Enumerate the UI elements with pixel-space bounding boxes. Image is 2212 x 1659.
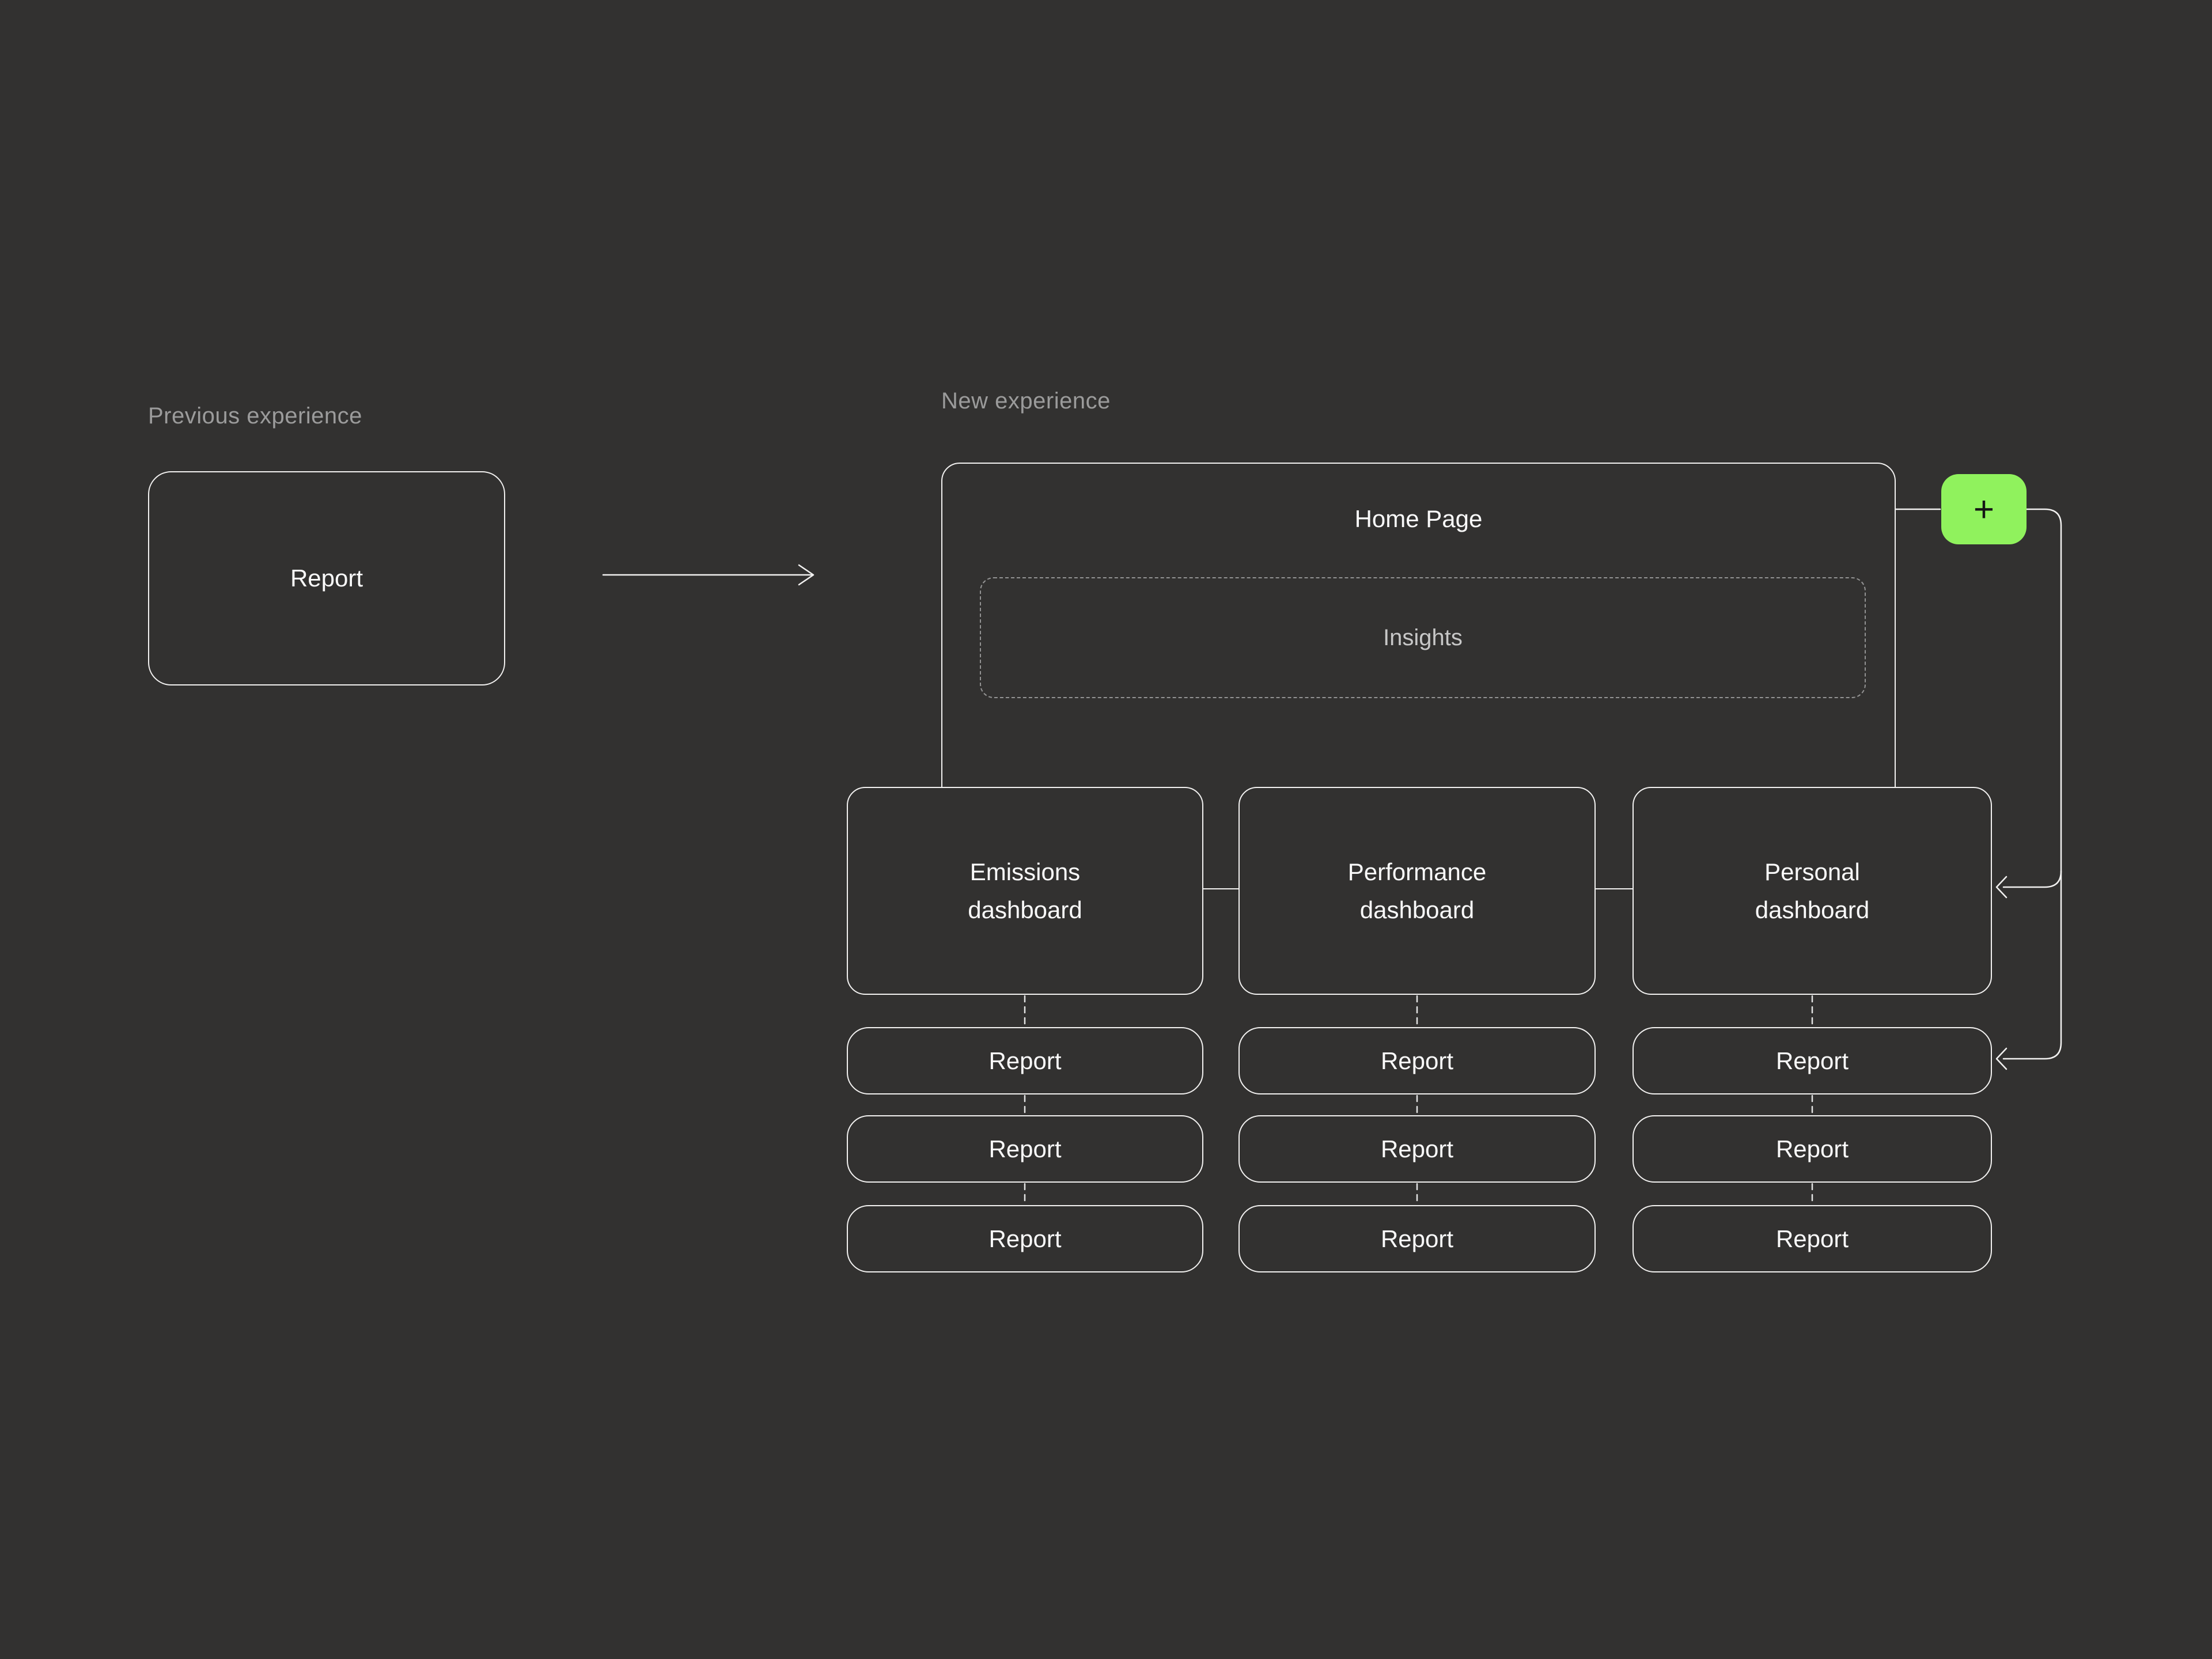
arrow-left-icon <box>1995 876 2008 899</box>
personal-report-node-1: Report <box>1633 1027 1992 1094</box>
report-label: Report <box>988 1047 1062 1074</box>
new-experience-label: New experience <box>941 388 1111 414</box>
arrow-left-icon <box>1995 1047 2008 1070</box>
emissions-report-node-1: Report <box>847 1027 1203 1094</box>
emissions-report-node-3: Report <box>847 1205 1203 1272</box>
insights-node: Insights <box>980 577 1866 698</box>
report-label: Report <box>988 1135 1062 1162</box>
performance-report-node-3: Report <box>1238 1205 1596 1272</box>
add-to-dashboard-connector <box>1995 870 2062 899</box>
performance-report-node-2: Report <box>1238 1115 1596 1183</box>
report-label: Report <box>988 1225 1062 1252</box>
performance-dashboard-label: Performance dashboard <box>1347 858 1487 923</box>
performance-report-node-1: Report <box>1238 1027 1596 1094</box>
emissions-report-node-2: Report <box>847 1115 1203 1183</box>
insights-label: Insights <box>1383 624 1463 650</box>
add-to-report-connector <box>1995 508 2062 1070</box>
add-button[interactable]: + <box>1941 474 2027 544</box>
previous-report-label: Report <box>290 565 363 592</box>
performance-dashboard-node: Performance dashboard <box>1238 787 1596 995</box>
home-page-title: Home Page <box>1354 505 1483 532</box>
personal-report-node-2: Report <box>1633 1115 1992 1183</box>
emissions-dashboard-label: Emissions dashboard <box>968 858 1082 923</box>
previous-experience-label: Previous experience <box>148 403 362 429</box>
previous-report-node: Report <box>148 471 505 685</box>
report-label: Report <box>1775 1225 1849 1252</box>
plus-icon: + <box>1973 489 1995 529</box>
personal-dashboard-label: Personal dashboard <box>1755 858 1870 923</box>
arrow-right-icon <box>602 564 815 586</box>
report-label: Report <box>1775 1047 1849 1074</box>
report-label: Report <box>1775 1135 1849 1162</box>
report-label: Report <box>1380 1135 1454 1162</box>
report-label: Report <box>1380 1225 1454 1252</box>
home-page-node: Home Page Insights <box>941 463 1896 889</box>
emissions-dashboard-node: Emissions dashboard <box>847 787 1203 995</box>
personal-report-node-3: Report <box>1633 1205 1992 1272</box>
personal-dashboard-node: Personal dashboard <box>1633 787 1992 995</box>
report-label: Report <box>1380 1047 1454 1074</box>
